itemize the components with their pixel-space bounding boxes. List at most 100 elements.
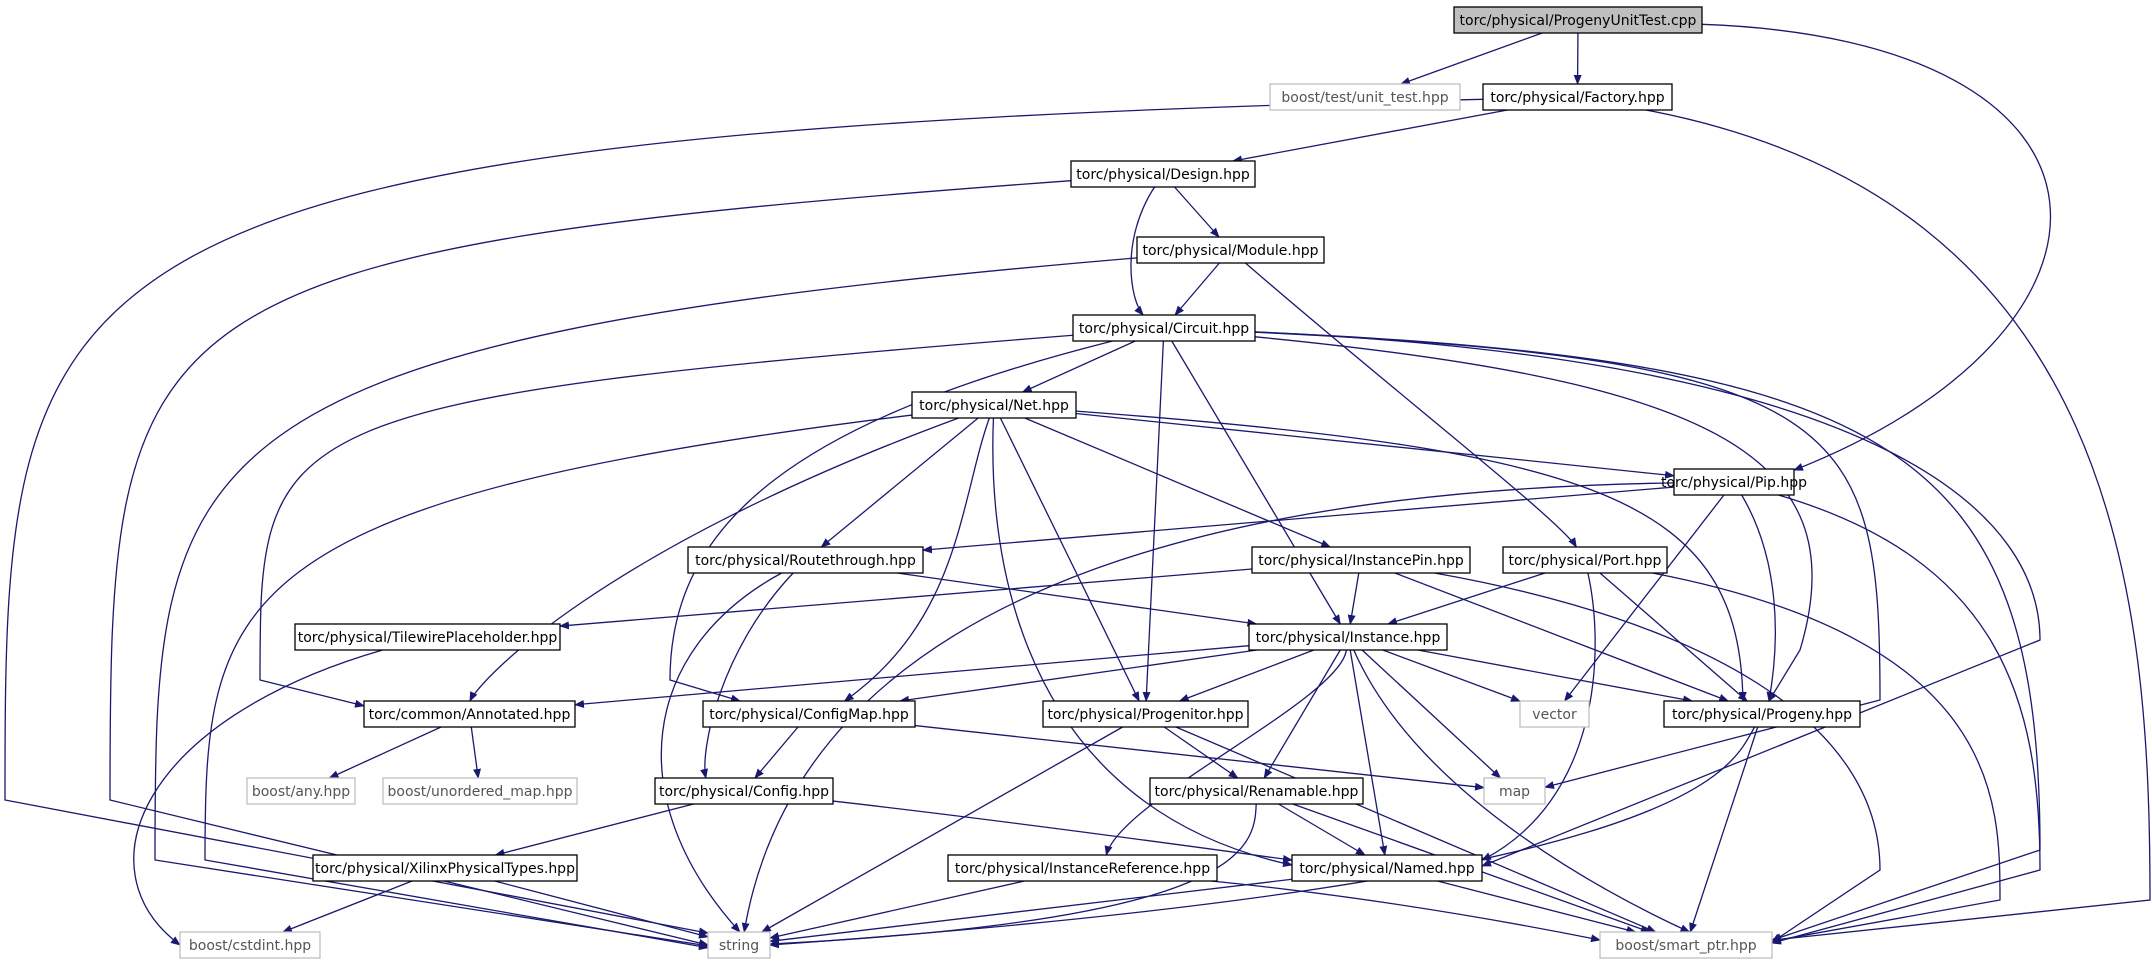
node-box-xilinx [312, 854, 578, 882]
edge-renamable-to-named [1278, 803, 1366, 856]
edge-xilinx-to-cstdint [281, 880, 413, 933]
node-label-net: torc/physical/Net.hpp [919, 398, 1069, 414]
edge-instance-to-map [1361, 649, 1502, 779]
node-any: boost/any.hpp [246, 777, 356, 805]
node-label-unit_test: boost/test/unit_test.hpp [1281, 90, 1448, 106]
edge-instance-to-progenitor [1178, 649, 1315, 702]
edge-instancepin-to-instance [1347, 572, 1360, 625]
node-box-configmap [702, 700, 916, 728]
node-instance[interactable]: torc/physical/Instance.hpp [1248, 623, 1448, 651]
node-renamable[interactable]: torc/physical/Renamable.hpp [1149, 777, 1364, 805]
node-config[interactable]: torc/physical/Config.hpp [654, 777, 834, 805]
node-pip[interactable]: torc/physical/Pip.hpp [1661, 468, 1807, 496]
node-module[interactable]: torc/physical/Module.hpp [1136, 236, 1325, 264]
node-box-unit_test [1269, 83, 1461, 111]
node-box-root [1453, 6, 1703, 34]
edge-instancepin-to-progeny [1394, 572, 1730, 702]
node-label-smart_ptr: boost/smart_ptr.hpp [1615, 938, 1756, 954]
node-box-progenitor [1042, 700, 1249, 728]
edge-design-to-string [109, 180, 1072, 947]
edge-circuit-to-named [1254, 331, 2041, 867]
node-box-tilewire [294, 623, 561, 651]
nodes-layer: torc/physical/ProgenyUnitTest.cpp boost/t… [179, 6, 1861, 959]
node-label-pip: torc/physical/Pip.hpp [1661, 475, 1807, 491]
edge-progeny-to-string [769, 726, 1756, 949]
node-box-named [1291, 854, 1483, 882]
edge-net-to-string [204, 414, 913, 951]
node-label-factory: torc/physical/Factory.hpp [1490, 90, 1664, 106]
node-label-routethrough: torc/physical/Routethrough.hpp [695, 553, 916, 569]
node-root[interactable]: torc/physical/ProgenyUnitTest.cpp [1453, 6, 1703, 34]
node-box-smart_ptr [1599, 931, 1773, 959]
node-progeny[interactable]: torc/physical/Progeny.hpp [1663, 700, 1861, 728]
node-port[interactable]: torc/physical/Port.hpp [1502, 546, 1668, 574]
node-label-vector: vector [1532, 707, 1577, 723]
edge-circuit-to-progeny [1254, 336, 1813, 702]
edge-root-to-pip [1701, 23, 2052, 471]
node-unordered_map: boost/unordered_map.hpp [382, 777, 578, 805]
node-label-module: torc/physical/Module.hpp [1142, 243, 1318, 259]
edge-routethrough-to-instance [896, 572, 1258, 627]
node-box-cstdint [179, 931, 321, 959]
node-label-circuit: torc/physical/Circuit.hpp [1079, 321, 1249, 337]
node-label-string: string [719, 938, 759, 954]
edge-module-to-string [154, 257, 1138, 949]
node-tilewire[interactable]: torc/physical/TilewirePlaceholder.hpp [294, 623, 561, 651]
node-net[interactable]: torc/physical/Net.hpp [911, 391, 1077, 419]
edge-progeny-to-smart_ptr [1689, 726, 1759, 933]
node-instancepin[interactable]: torc/physical/InstancePin.hpp [1251, 546, 1471, 574]
node-design[interactable]: torc/physical/Design.hpp [1070, 160, 1256, 188]
edge-net-to-instancepin [1024, 417, 1332, 548]
node-box-progeny [1663, 700, 1861, 728]
node-circuit[interactable]: torc/physical/Circuit.hpp [1072, 314, 1256, 342]
node-xilinx[interactable]: torc/physical/XilinxPhysicalTypes.hpp [312, 854, 578, 882]
edge-circuit-to-annotated [259, 334, 1074, 708]
node-box-port [1502, 546, 1668, 574]
edge-tilewire-to-cstdint [133, 649, 383, 946]
node-box-unordered_map [382, 777, 578, 805]
node-routethrough[interactable]: torc/physical/Routethrough.hpp [687, 546, 924, 574]
edge-net-to-progeny [1075, 410, 1747, 702]
node-label-renamable: torc/physical/Renamable.hpp [1155, 784, 1359, 800]
node-label-root: torc/physical/ProgenyUnitTest.cpp [1460, 13, 1697, 29]
node-named[interactable]: torc/physical/Named.hpp [1291, 854, 1483, 882]
node-label-instance: torc/physical/Instance.hpp [1256, 630, 1441, 646]
edge-net-to-pip [1075, 412, 1675, 479]
node-label-unordered_map: boost/unordered_map.hpp [388, 784, 573, 800]
node-string: string [707, 931, 771, 959]
node-map: map [1483, 777, 1546, 805]
node-vector: vector [1519, 700, 1590, 728]
node-progenitor[interactable]: torc/physical/Progenitor.hpp [1042, 700, 1249, 728]
node-box-any [246, 777, 356, 805]
edge-root-to-unit_test [1400, 32, 1543, 85]
edge-routethrough-to-string [660, 572, 782, 933]
edge-routethrough-to-config [700, 572, 794, 779]
edge-design-to-module [1174, 186, 1220, 238]
node-annotated[interactable]: torc/common/Annotated.hpp [363, 700, 576, 728]
node-instanceref[interactable]: torc/physical/InstanceReference.hpp [947, 854, 1218, 882]
edge-configmap-to-config [754, 726, 799, 779]
node-label-tilewire: torc/physical/TilewirePlaceholder.hpp [298, 630, 558, 646]
edge-instanceref-to-smart_ptr [1211, 880, 1601, 943]
edge-net-to-configmap [843, 417, 990, 702]
node-label-any: boost/any.hpp [252, 784, 350, 800]
node-box-vector [1519, 700, 1590, 728]
node-factory[interactable]: torc/physical/Factory.hpp [1482, 83, 1673, 111]
node-box-config [654, 777, 834, 805]
node-box-circuit [1072, 314, 1256, 342]
edge-pip-to-progeny [1741, 494, 1776, 702]
node-label-annotated: torc/common/Annotated.hpp [369, 707, 571, 723]
edge-design-to-circuit [1130, 186, 1156, 316]
edge-configmap-to-map [914, 724, 1485, 791]
node-box-string [707, 931, 771, 959]
node-box-instanceref [947, 854, 1218, 882]
node-box-pip [1673, 468, 1795, 496]
edges-layer [4, 23, 2151, 951]
node-box-instancepin [1251, 546, 1471, 574]
node-label-configmap: torc/physical/ConfigMap.hpp [709, 707, 909, 723]
edge-port-to-smart_ptr [1652, 572, 2001, 944]
node-box-factory [1482, 83, 1673, 111]
node-label-progeny: torc/physical/Progeny.hpp [1672, 707, 1852, 723]
edge-net-to-annotated [469, 417, 959, 702]
node-configmap[interactable]: torc/physical/ConfigMap.hpp [702, 700, 916, 728]
